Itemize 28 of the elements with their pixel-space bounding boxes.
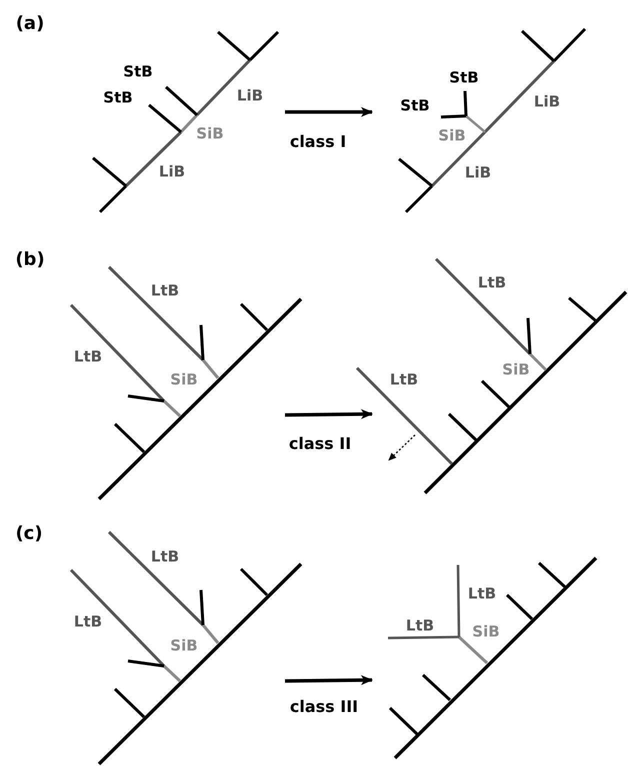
class-label: class I [290, 134, 346, 150]
branch-label: LtB [390, 372, 418, 388]
branch-label: SiB [472, 624, 500, 640]
branch-label: LiB [464, 166, 492, 180]
class-label: class III [290, 699, 358, 715]
branch-label: LtB [150, 284, 180, 298]
panel-label: (c) [15, 525, 43, 543]
branch-label: StB [123, 64, 153, 80]
panel-label: (a) [16, 15, 44, 33]
branch-label: LtB [406, 618, 434, 634]
branch-label: StB [103, 90, 133, 106]
branch-label: SiB [438, 128, 466, 144]
branch-label: SiB [170, 372, 198, 388]
branch-label: LiB [236, 88, 264, 104]
branch-label: SiB [170, 638, 198, 654]
branch-label: LtB [74, 350, 102, 364]
class-label: class II [288, 436, 352, 452]
branch-label: LtB [468, 586, 496, 602]
branch-label: LtB [150, 550, 180, 564]
branch-label: StB [449, 70, 479, 86]
branch-label: LtB [478, 276, 506, 290]
branch-label: LiB [534, 94, 560, 110]
panel-label: (b) [15, 251, 45, 269]
branch-label: StB [400, 98, 430, 114]
branch-label: LiB [158, 164, 186, 180]
branch-label: SiB [502, 362, 530, 378]
branch-label: LtB [74, 614, 102, 630]
branch-label: SiB [196, 126, 224, 142]
